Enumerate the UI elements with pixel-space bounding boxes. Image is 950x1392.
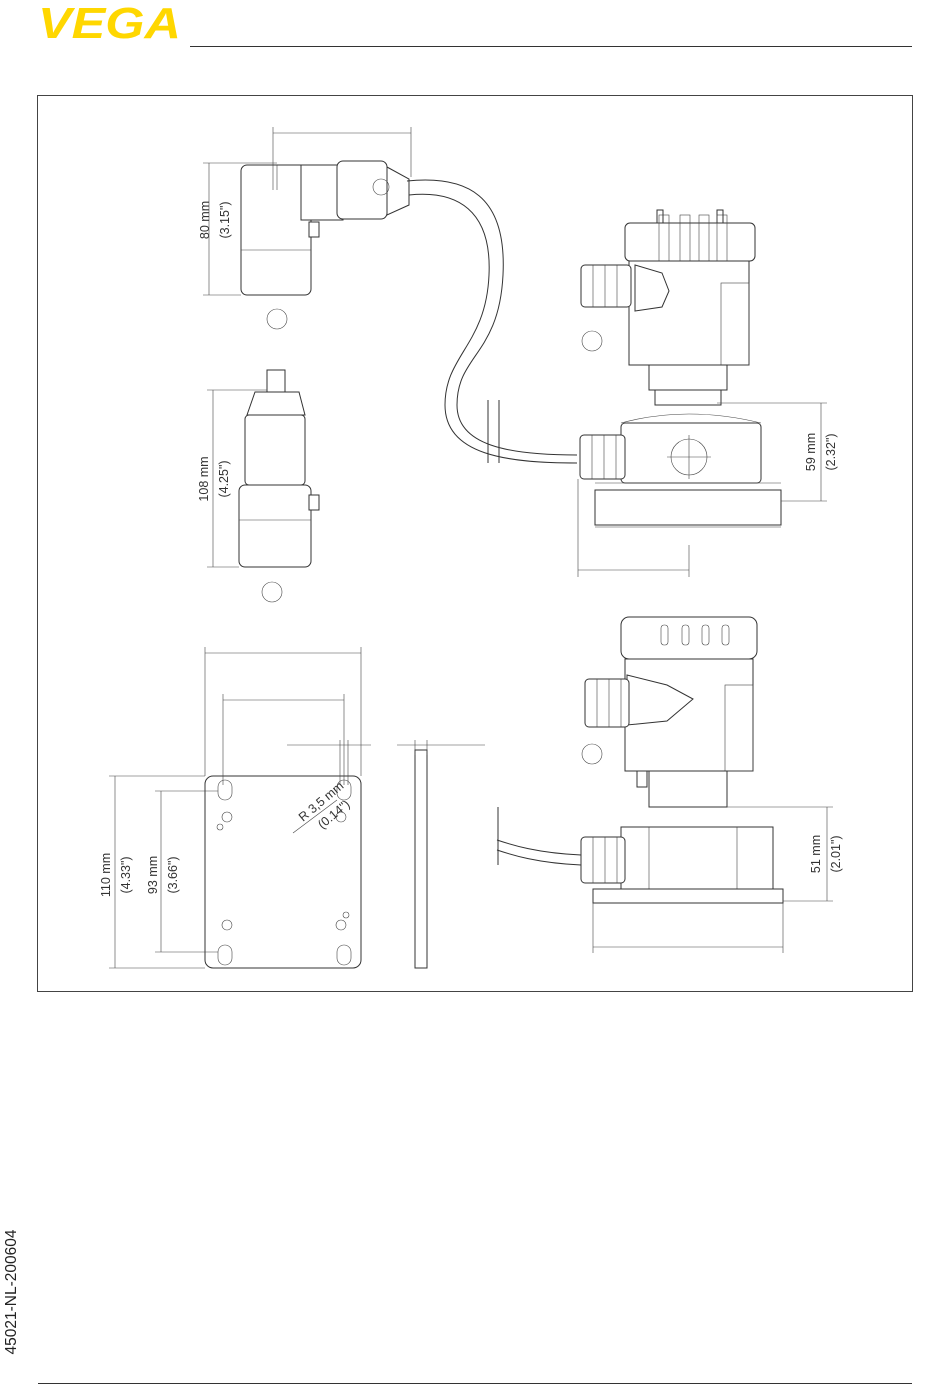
vega-logo-text: VEGA xyxy=(38,4,181,42)
housing-lower xyxy=(497,617,833,953)
footer-rule xyxy=(38,1383,912,1384)
dim-108-imperial: (4.25") xyxy=(217,460,231,497)
dim-59-imperial: (2.32") xyxy=(824,433,838,470)
dim-80-imperial: (3.15") xyxy=(218,201,232,238)
plate-side-view xyxy=(397,740,485,968)
dim-59-metric: 59 mm xyxy=(804,433,818,471)
dim-93-imperial: (3.66") xyxy=(166,856,180,893)
dim-93: 93 mm (3.66") xyxy=(146,856,180,894)
header-rule xyxy=(190,46,912,47)
dim-110: 110 mm (4.33") xyxy=(99,853,133,897)
cable-1a xyxy=(407,180,577,455)
dim-51-metric: 51 mm xyxy=(809,835,823,873)
dimension-drawing: 80 mm (3.15") 108 mm (4.25") 110 mm (4.3… xyxy=(37,95,913,992)
dim-110-imperial: (4.33") xyxy=(119,856,133,893)
dim-110-metric: 110 mm xyxy=(99,853,113,897)
document-code: 45021-NL-200604 xyxy=(2,1222,22,1362)
dim-93-metric: 93 mm xyxy=(146,856,160,894)
vega-logo: VEGA xyxy=(38,4,183,42)
dim-108-metric: 108 mm xyxy=(197,456,211,501)
housing-upper xyxy=(578,210,827,577)
dim-108: 108 mm (4.25") xyxy=(197,456,231,501)
sensor-angled xyxy=(203,127,411,329)
dim-80: 80 mm (3.15") xyxy=(198,201,232,239)
dim-80-metric: 80 mm xyxy=(198,201,212,239)
cable-1b xyxy=(409,194,577,463)
dim-51-imperial: (2.01") xyxy=(829,835,843,872)
dim-51: 51 mm (2.01") xyxy=(809,835,843,873)
